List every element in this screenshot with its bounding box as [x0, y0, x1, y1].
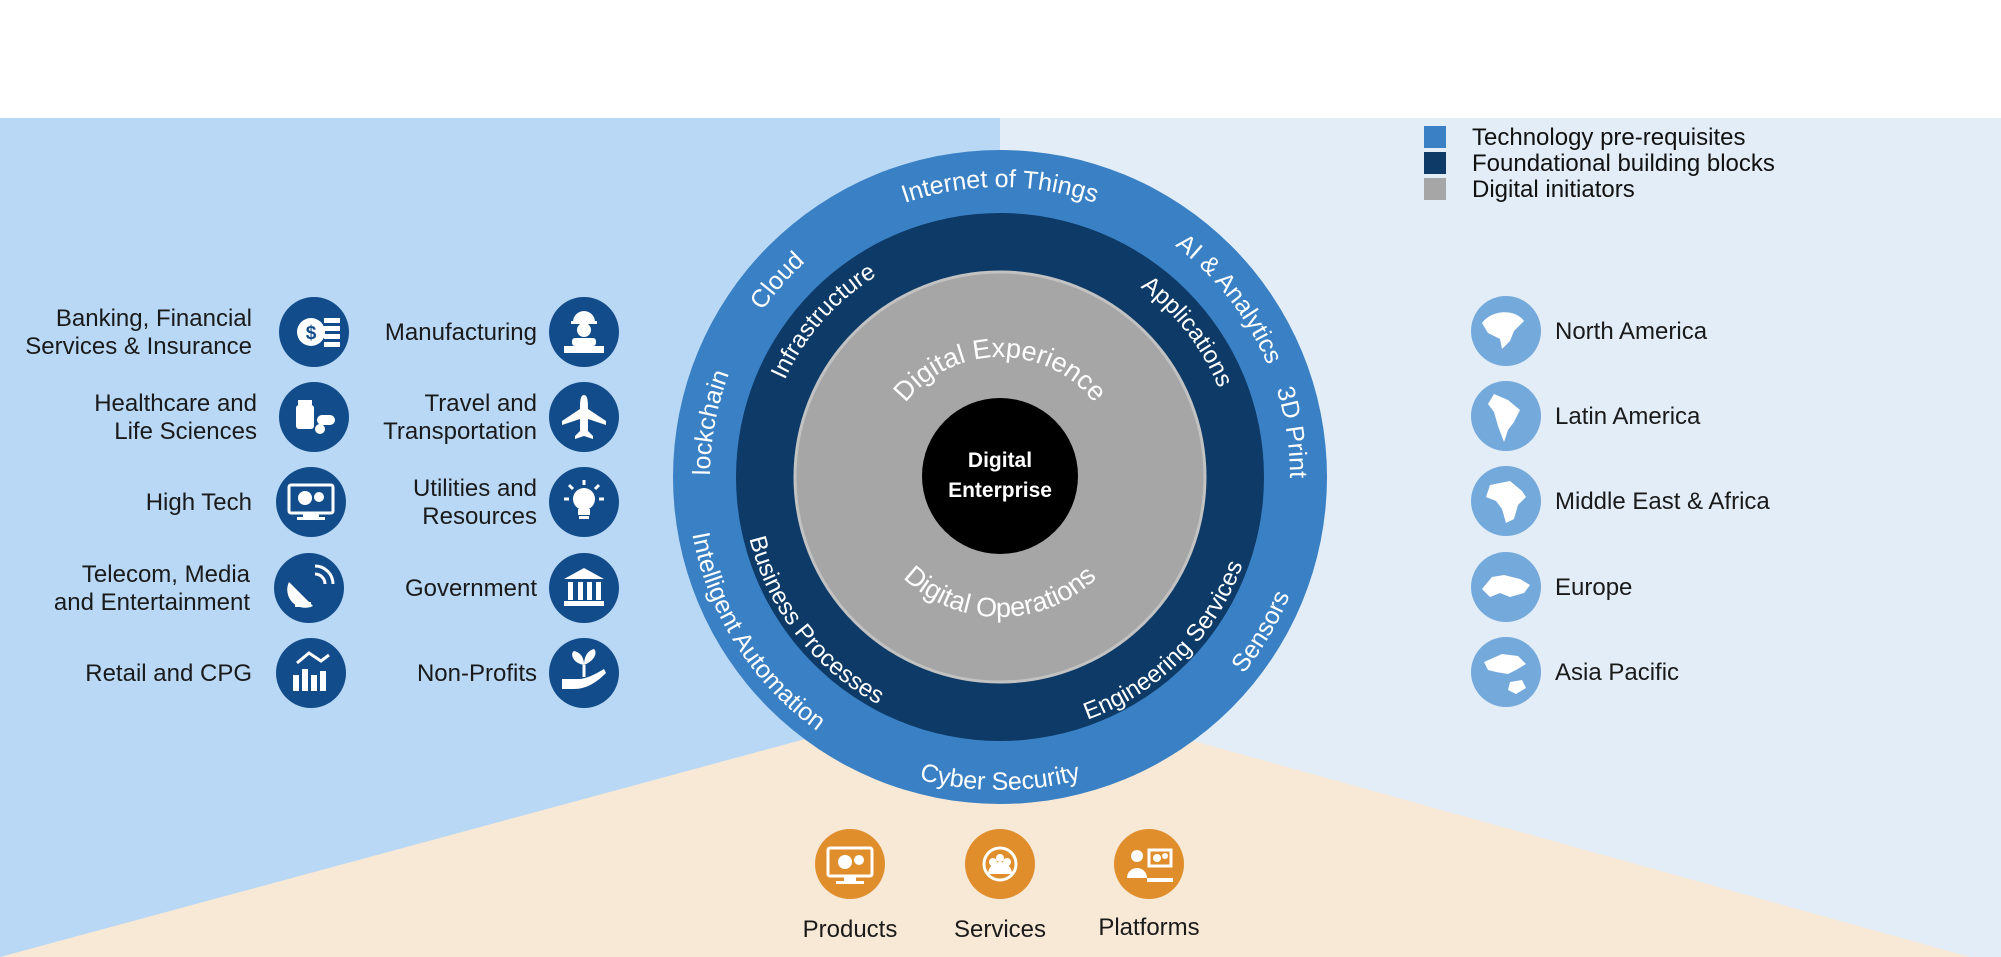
offering-item-products: Products — [803, 829, 898, 943]
industry-item-manufacturing: Manufacturing — [385, 297, 619, 367]
legend-swatch-foundational-building-blocks — [1424, 152, 1446, 174]
svg-text:$: $ — [306, 323, 317, 344]
offering-label-services: Services — [954, 916, 1046, 943]
products-icon — [815, 829, 885, 899]
industry-label-telecom-media-and-entertainment-line1: Telecom, Media — [82, 561, 251, 588]
offering-label-products: Products — [803, 916, 898, 943]
region-item-north-america: North America — [1471, 296, 1708, 366]
industry-label-banking-financial-services-insurance-line2: Services & Insurance — [25, 333, 252, 360]
industry-label-travel-and-transportation-line1: Travel and — [425, 390, 538, 417]
airplane-icon — [549, 382, 619, 452]
legend-swatch-technology-pre-requisites — [1424, 126, 1446, 148]
globe-africa-icon — [1471, 466, 1541, 536]
top-margin — [0, 0, 2001, 118]
globe-europe-icon — [1471, 552, 1541, 622]
offering-item-platforms: Platforms — [1098, 829, 1200, 941]
industry-label-non-profits: Non-Profits — [417, 660, 537, 687]
industry-label-manufacturing: Manufacturing — [385, 319, 537, 346]
medicine-icon — [279, 382, 349, 452]
center-title-line2: Enterprise — [948, 479, 1052, 502]
region-label-europe: Europe — [1555, 574, 1632, 601]
industry-item-non-profits: Non-Profits — [417, 638, 619, 708]
industry-item-high-tech: High Tech — [146, 467, 346, 537]
offerings: Products Services Platforms — [803, 829, 1200, 943]
industry-item-retail-and-cpg: Retail and CPG — [85, 638, 346, 708]
legend-label-digital-initiators: Digital initiators — [1472, 176, 1635, 203]
region-item-asia-pacific: Asia Pacific — [1471, 637, 1679, 707]
offering-item-services: Services — [954, 829, 1046, 943]
region-label-latin-america: Latin America — [1555, 403, 1701, 430]
services-icon — [965, 829, 1035, 899]
industry-label-travel-and-transportation-line2: Transportation — [383, 418, 537, 445]
lightbulb-icon — [549, 467, 619, 537]
dollar-coins-icon: $ — [279, 297, 349, 367]
globe-north-america-icon — [1471, 296, 1541, 366]
region-item-latin-america: Latin America — [1471, 381, 1701, 451]
center-title-line1: Digital — [968, 449, 1032, 472]
region-label-north-america: North America — [1555, 318, 1708, 345]
industry-label-healthcare-and-life-sciences-line2: Life Sciences — [114, 418, 257, 445]
legend-swatch-digital-initiators — [1424, 178, 1446, 200]
offering-label-platforms: Platforms — [1098, 914, 1199, 941]
retail-chart-icon — [276, 638, 346, 708]
industry-item-government: Government — [405, 553, 619, 623]
region-label-asia-pacific: Asia Pacific — [1555, 659, 1679, 686]
industry-label-healthcare-and-life-sciences-line1: Healthcare and — [94, 390, 257, 417]
monitor-gears-icon — [276, 467, 346, 537]
satellite-dish-icon — [274, 553, 344, 623]
industry-label-high-tech: High Tech — [146, 489, 252, 516]
hand-plant-icon — [549, 638, 619, 708]
legend-label-foundational-building-blocks: Foundational building blocks — [1472, 150, 1775, 177]
platforms-icon — [1114, 829, 1184, 899]
industry-label-telecom-media-and-entertainment-line2: and Entertainment — [54, 589, 250, 616]
region-item-middle-east-africa: Middle East & Africa — [1471, 466, 1770, 536]
industry-label-utilities-and-resources-line2: Resources — [422, 503, 537, 530]
region-label-middle-east-africa: Middle East & Africa — [1555, 488, 1770, 515]
industry-label-government: Government — [405, 575, 537, 602]
industry-label-utilities-and-resources-line1: Utilities and — [413, 475, 537, 502]
government-building-icon — [549, 553, 619, 623]
globe-asia-pacific-icon — [1471, 637, 1541, 707]
worker-icon — [549, 297, 619, 367]
legend-label-technology-pre-requisites: Technology pre-requisites — [1472, 124, 1745, 151]
center-circle — [922, 398, 1078, 554]
industry-label-retail-and-cpg: Retail and CPG — [85, 660, 252, 687]
region-item-europe: Europe — [1471, 552, 1632, 622]
industry-label-banking-financial-services-insurance-line1: Banking, Financial — [56, 305, 252, 332]
globe-latin-america-icon — [1471, 381, 1541, 451]
